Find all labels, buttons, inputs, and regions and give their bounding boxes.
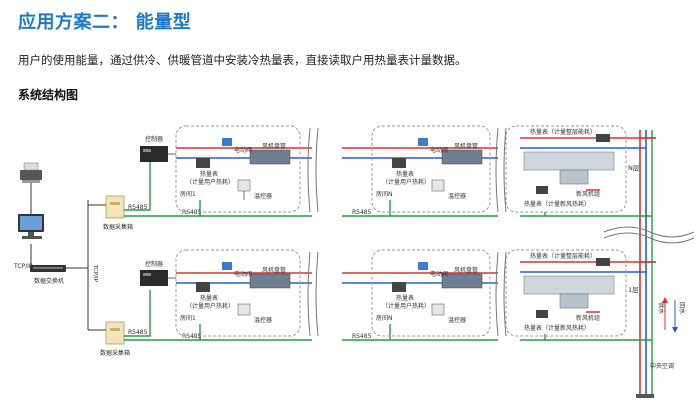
collector-box-upper: [105, 195, 125, 219]
supply-pipes: [176, 130, 656, 395]
heat-meter-icon: [196, 158, 210, 168]
page-subtitle: 用户的使用能量，通过供冷、供暖管道中安装冷热量表，直接读取户用热量表计量数据。: [18, 53, 467, 67]
printer-icon: [20, 162, 42, 183]
floor-meter-label-upper: 热量表（计量整层能耗）: [530, 128, 596, 136]
rs485-label-6: RS485: [352, 333, 372, 340]
central-ac-label: 中央空调: [650, 362, 674, 370]
room-1-upper: [175, 125, 301, 213]
fresh-unit-label-upper: 新风机组: [576, 190, 600, 198]
valve-label-nu: 电动阀: [430, 146, 448, 154]
collector-label-upper: 数据采集箱: [103, 223, 133, 231]
controller-upper: [140, 146, 168, 162]
household-label-nu: （计量用户热耗）: [382, 178, 430, 186]
room-n-lower: [371, 249, 491, 337]
supply-label: 供水: [657, 302, 665, 314]
fresh-meter-label-upper: 热量表（计量新风热耗）: [524, 200, 590, 208]
fancoil-label-nl: 风机盘管: [454, 266, 478, 274]
thermostat-icon: [431, 303, 445, 316]
section-title: 系统结构图: [18, 88, 79, 102]
room1-label-upper: 房间1: [180, 190, 196, 198]
network-switch-icon: [30, 265, 66, 272]
fresh-meter-icon: [536, 186, 548, 194]
floor-meter-label-lower: 热量表（计量整层能耗）: [530, 252, 596, 260]
meter-label-1l: 热量表: [200, 294, 218, 302]
valve-icon: [418, 138, 428, 146]
fresh-air-group-upper: [505, 125, 627, 213]
thermostat-label-1l: 温控器: [254, 316, 272, 324]
rs485-label-4: RS485: [128, 329, 148, 336]
thermostat-label-1u: 温控器: [254, 192, 272, 200]
computer-icon: [18, 214, 44, 239]
rs485-label-1: RS485: [128, 204, 148, 211]
tcpip-trunk-label: TCP/IP: [92, 264, 98, 283]
floor-meter-icon: [596, 134, 610, 142]
meter-label-nu: 热量表: [396, 170, 414, 178]
valve-label-1l: 电动阀: [234, 270, 252, 278]
fan-coil-icon: [249, 149, 291, 165]
fresh-air-unit-icon: [523, 151, 615, 171]
fancoil-label-1l: 风机盘管: [262, 266, 286, 274]
valve-icon: [222, 262, 232, 270]
floor-n-label: N层: [628, 164, 640, 172]
fresh-unit-label-lower: 新风机组: [576, 314, 600, 322]
break-marks: [307, 127, 695, 337]
controller-lower: [140, 270, 168, 286]
room-n-upper: [371, 125, 491, 213]
room-1-lower: [175, 249, 301, 337]
fresh-air-group-lower: [505, 249, 627, 337]
household-label-nl: （计量用户热耗）: [382, 302, 430, 310]
room1-label-lower: 房间1: [180, 314, 196, 322]
collector-box-lower: [105, 321, 125, 345]
meter-label-nl: 热量表: [396, 294, 414, 302]
fan-coil-icon: [249, 273, 291, 289]
floor-meter-icon: [596, 258, 610, 266]
thermostat-label-nu: 温控器: [448, 192, 466, 200]
thermostat-label-nl: 温控器: [448, 316, 466, 324]
rs485-label-5: RS485: [182, 333, 202, 340]
tcpip-label: TCP/IP: [13, 263, 33, 270]
valve-icon: [222, 138, 232, 146]
heat-meter-icon: [392, 158, 406, 168]
central-ac-icon: [636, 394, 654, 398]
floor-1-label: 1层: [628, 286, 639, 294]
valve-label-1u: 电动阀: [234, 146, 252, 154]
collector-label-lower: 数据采集箱: [100, 349, 130, 357]
heat-meter-icon: [196, 282, 210, 292]
rs485-label-3: RS485: [352, 209, 372, 216]
fancoil-label-1u: 风机盘管: [262, 142, 286, 150]
controller-label-upper: 控制器: [145, 135, 163, 143]
meter-label-1u: 热量表: [200, 170, 218, 178]
fan-coil-icon: [441, 273, 483, 289]
roomN-label-lower: 房间N: [376, 314, 393, 322]
switch-label: 数据交换机: [34, 277, 64, 285]
page-title: 应用方案二： 能量型: [18, 12, 192, 33]
roomN-label-upper: 房间N: [376, 190, 393, 198]
return-label: 回水: [678, 302, 686, 314]
thermostat-icon: [431, 179, 445, 192]
thermostat-icon: [237, 303, 251, 316]
fancoil-label-nu: 风机盘管: [454, 142, 478, 150]
valve-label-nl: 电动阀: [430, 270, 448, 278]
fresh-air-unit-icon: [523, 275, 615, 295]
controller-label-lower: 控制器: [145, 260, 163, 268]
fan-coil-icon: [441, 149, 483, 165]
household-label-1u: （计量用户热耗）: [186, 178, 234, 186]
valve-icon: [418, 262, 428, 270]
rs485-bus: [124, 130, 653, 395]
fresh-meter-label-lower: 热量表（计量新风热耗）: [524, 324, 590, 332]
heat-meter-icon: [392, 282, 406, 292]
thermostat-icon: [237, 179, 251, 192]
rs485-label-2: RS485: [182, 209, 202, 216]
fresh-meter-icon: [536, 310, 548, 318]
household-label-1l: （计量用户热耗）: [186, 302, 234, 310]
